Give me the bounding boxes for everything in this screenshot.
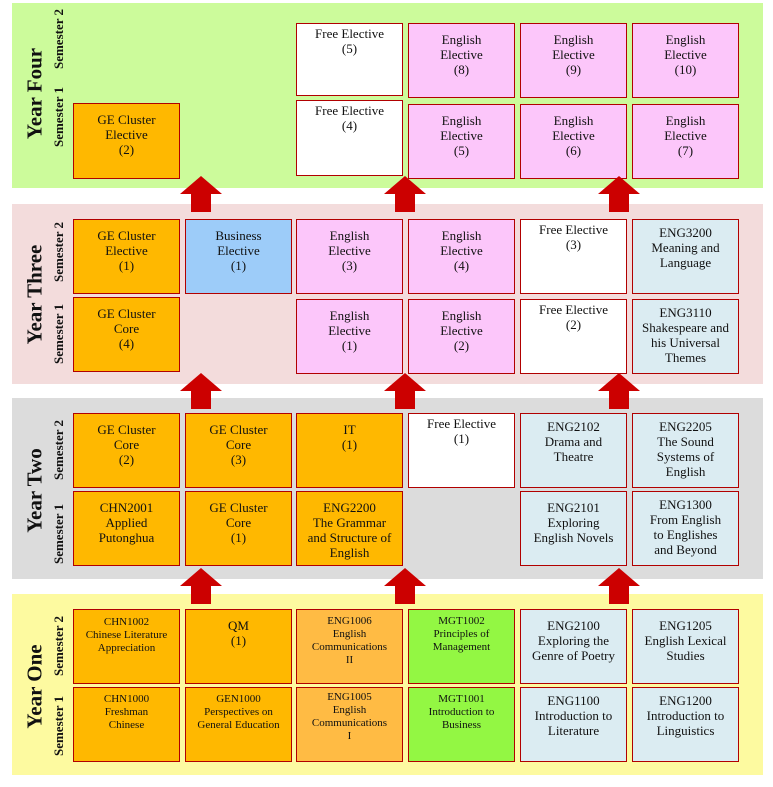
year-one-semester-1-label: Semester 1: [51, 695, 66, 757]
course-box: ENG3200 Meaning and Language: [632, 219, 739, 294]
course-box: MGT1001 Introduction to Business: [408, 687, 515, 762]
course-box: ENG2205 The Sound Systems of English: [632, 413, 739, 488]
course-box: English Elective (2): [408, 299, 515, 374]
course-box: ENG3110 Shakespeare and his Universal Th…: [632, 299, 739, 374]
course-box: GE Cluster Core (3): [185, 413, 292, 488]
up-arrow-icon: [384, 568, 426, 604]
up-arrow-icon: [598, 373, 640, 409]
course-box: ENG1006 English Communications II: [296, 609, 403, 684]
year-three-semester-1-label: Semester 1: [51, 303, 66, 365]
course-box: ENG2100 Exploring the Genre of Poetry: [520, 609, 627, 684]
course-box: ENG1300 From English to Englishes and Be…: [632, 491, 739, 566]
course-box: ENG1200 Introduction to Linguistics: [632, 687, 739, 762]
course-box: English Elective (3): [296, 219, 403, 294]
up-arrow-icon: [180, 176, 222, 212]
up-arrow-icon: [180, 568, 222, 604]
course-box: QM (1): [185, 609, 292, 684]
course-box: English Elective (6): [520, 104, 627, 179]
course-box: CHN2001 Applied Putonghua: [73, 491, 180, 566]
year-four-semester-1-label: Semester 1: [51, 86, 66, 148]
course-box: CHN1000 Freshman Chinese: [73, 687, 180, 762]
year-two-semester-2-label: Semester 2: [51, 419, 66, 481]
year-two-semester-1-label: Semester 1: [51, 503, 66, 565]
course-box: GEN1000 Perspectives on General Educatio…: [185, 687, 292, 762]
course-box: ENG1005 English Communications I: [296, 687, 403, 762]
course-box: ENG1205 English Lexical Studies: [632, 609, 739, 684]
course-box: GE Cluster Core (2): [73, 413, 180, 488]
year-two-title: Year Two: [22, 448, 47, 533]
year-one-title: Year One: [22, 644, 47, 729]
course-box: GE Cluster Elective (2): [73, 103, 180, 179]
course-box: CHN1002 Chinese Literature Appreciation: [73, 609, 180, 684]
year-three-title: Year Three: [22, 244, 47, 345]
course-box: Free Elective (4): [296, 100, 403, 176]
course-box: English Elective (9): [520, 23, 627, 98]
course-box: GE Cluster Core (4): [73, 297, 180, 372]
course-box: IT (1): [296, 413, 403, 488]
course-box: Free Elective (2): [520, 299, 627, 374]
year-three-semester-2-label: Semester 2: [51, 221, 66, 283]
course-box: GE Cluster Core (1): [185, 491, 292, 566]
course-box: English Elective (7): [632, 104, 739, 179]
course-box: English Elective (10): [632, 23, 739, 98]
course-box: English Elective (4): [408, 219, 515, 294]
year-one-semester-2-label: Semester 2: [51, 615, 66, 677]
up-arrow-icon: [598, 568, 640, 604]
course-box: ENG2200 The Grammar and Structure of Eng…: [296, 491, 403, 566]
course-box: English Elective (8): [408, 23, 515, 98]
course-box: Free Elective (3): [520, 219, 627, 294]
course-box: GE Cluster Elective (1): [73, 219, 180, 294]
course-box: ENG1100 Introduction to Literature: [520, 687, 627, 762]
course-box: English Elective (5): [408, 104, 515, 179]
up-arrow-icon: [384, 373, 426, 409]
up-arrow-icon: [180, 373, 222, 409]
up-arrow-icon: [598, 176, 640, 212]
course-box: Free Elective (5): [296, 23, 403, 96]
course-box: English Elective (1): [296, 299, 403, 374]
course-box: Business Elective (1): [185, 219, 292, 294]
course-box: ENG2102 Drama and Theatre: [520, 413, 627, 488]
course-box: Free Elective (1): [408, 413, 515, 488]
up-arrow-icon: [384, 176, 426, 212]
course-box: MGT1002 Principles of Management: [408, 609, 515, 684]
course-box: ENG2101 Exploring English Novels: [520, 491, 627, 566]
year-four-semester-2-label: Semester 2: [51, 8, 66, 70]
year-four-title: Year Four: [22, 47, 47, 140]
